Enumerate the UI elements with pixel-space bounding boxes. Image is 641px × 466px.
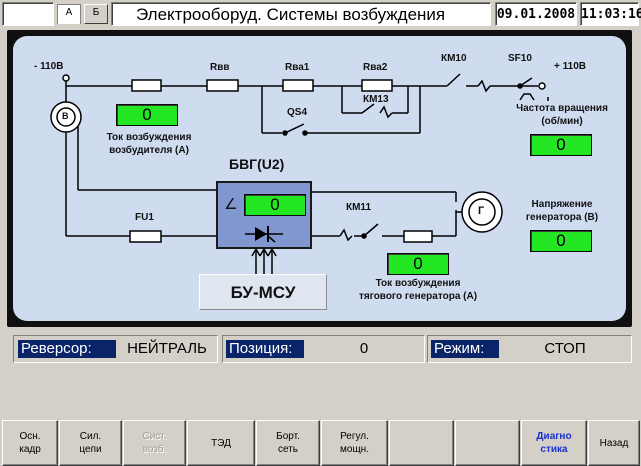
label-km11: КМ11 [346, 202, 372, 213]
label-sf10: SF10 [508, 53, 532, 64]
traction-current-label: Ток возбуждения тягового генератора (А) [358, 278, 478, 302]
fkey-ted[interactable]: ТЭД [187, 420, 255, 466]
label-km10: КМ10 [441, 53, 467, 64]
fkey-empty-1[interactable] [389, 420, 454, 466]
exciter-current-display: 0 [116, 104, 178, 126]
reverser-label: Реверсор: [18, 340, 116, 358]
thyristor-icon [245, 226, 283, 243]
tab-a[interactable]: А [57, 4, 81, 24]
position-label: Позиция: [226, 340, 304, 358]
mode-value: СТОП [544, 340, 586, 357]
header-left-field [2, 2, 54, 26]
mode-label: Режим: [431, 340, 499, 358]
fkey-power-circuits[interactable]: Сил. цепи [59, 420, 122, 466]
bu-msu-button[interactable]: БУ-МСУ [199, 274, 327, 310]
fkey-empty-2[interactable] [455, 420, 520, 466]
fkey-excitation-system[interactable]: Сист. возб. [123, 420, 186, 466]
bvg-angle-display: 0 [244, 194, 306, 216]
fkey-main-frame[interactable]: Осн. кадр [2, 420, 58, 466]
page-title: Электрооборуд. Системы возбуждения [111, 2, 491, 26]
mode-status: Режим: СТОП [427, 335, 632, 363]
generator-voltage-label: Напряжение генератора (В) [525, 199, 599, 223]
label-qs4: QS4 [287, 107, 308, 118]
label-fu1: FU1 [135, 212, 154, 223]
generator-symbol-letter: Г [478, 205, 485, 217]
tab-b[interactable]: Б [84, 4, 108, 24]
rotation-speed-display: 0 [530, 134, 592, 156]
generator-voltage-display: 0 [530, 230, 592, 252]
exciter-current-label: Ток возбуждения возбудителя (А) [106, 132, 192, 156]
exciter-symbol-letter: В [62, 111, 69, 121]
label-rva1: Rва1 [285, 62, 310, 73]
reverser-status: Реверсор: НЕЙТРАЛЬ [13, 335, 218, 363]
traction-current-display: 0 [387, 253, 449, 275]
label-rva2: Rва2 [363, 62, 388, 73]
position-status: Позиция: 0 [222, 335, 425, 363]
time-display: 11:03:16 [580, 2, 641, 26]
fkey-power-regulation[interactable]: Регул. мощн. [321, 420, 388, 466]
fkey-onboard-network[interactable]: Борт. сеть [256, 420, 320, 466]
position-value: 0 [359, 340, 369, 357]
label-bvg: БВГ(U2) [229, 156, 285, 172]
label-plus-110: + 110В [554, 61, 586, 72]
label-minus-110: - 110В [34, 61, 64, 72]
label-km13: КМ13 [363, 94, 389, 105]
rotation-speed-label: Частота вращения (об/мин) [516, 103, 608, 127]
fkey-back[interactable]: Назад [588, 420, 640, 466]
reverser-value: НЕЙТРАЛЬ [127, 340, 207, 357]
label-rvv: Rвв [210, 62, 230, 73]
angle-icon: ∠ [224, 196, 238, 213]
date-display: 09.01.2008 [495, 2, 577, 26]
fkey-diagnostics[interactable]: Диагно стика [521, 420, 587, 466]
